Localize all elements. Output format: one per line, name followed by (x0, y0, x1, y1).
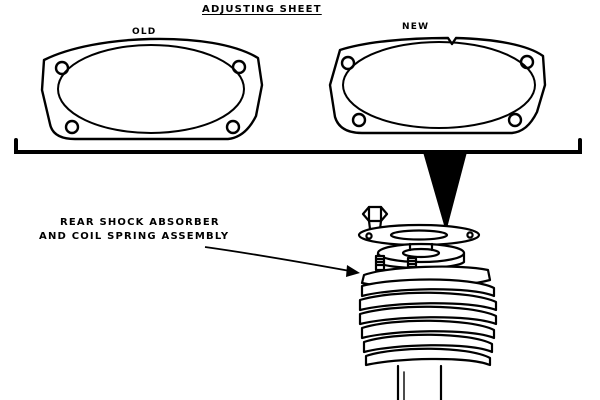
shock-body (396, 364, 443, 400)
new-sheet-hole-bottom-right (507, 112, 523, 128)
new-sheet-hole-bottom-left (351, 112, 367, 128)
diagram-title: ADJUSTING SHEET (202, 4, 322, 15)
coil-spring (358, 278, 498, 367)
mounting-studs (374, 254, 418, 274)
old-sheet-label: OLD (132, 27, 157, 37)
sheets-bracket (14, 138, 582, 154)
old-sheet-center-opening (57, 44, 245, 134)
shock-absorber-assembly (357, 205, 498, 400)
new-sheet-center-opening (342, 41, 536, 129)
new-adjusting-sheet (328, 36, 547, 135)
callout-label-line2: AND COIL SPRING ASSEMBLY (39, 231, 230, 242)
seat-sheet-plate (357, 223, 481, 247)
top-nut (361, 205, 389, 231)
old-sheet-hole-bottom-left (64, 119, 80, 135)
callout-arrowhead (346, 265, 360, 277)
callout-label-line1: REAR SHOCK ABSORBER (60, 217, 220, 228)
old-sheet-hole-right (231, 59, 247, 75)
upper-mount (376, 242, 466, 270)
old-sheet-hole-left (54, 60, 70, 76)
old-adjusting-sheet (40, 37, 264, 141)
new-sheet-label: NEW (402, 22, 430, 32)
new-sheet-hole-left (340, 55, 356, 71)
old-sheet-hole-bottom-right (225, 119, 241, 135)
old-sheet-outline (40, 37, 264, 141)
new-sheet-outline (328, 36, 547, 135)
new-sheet-hole-right (519, 54, 535, 70)
callout-leader (204, 246, 351, 272)
insert-pointer-arrow (423, 152, 467, 232)
